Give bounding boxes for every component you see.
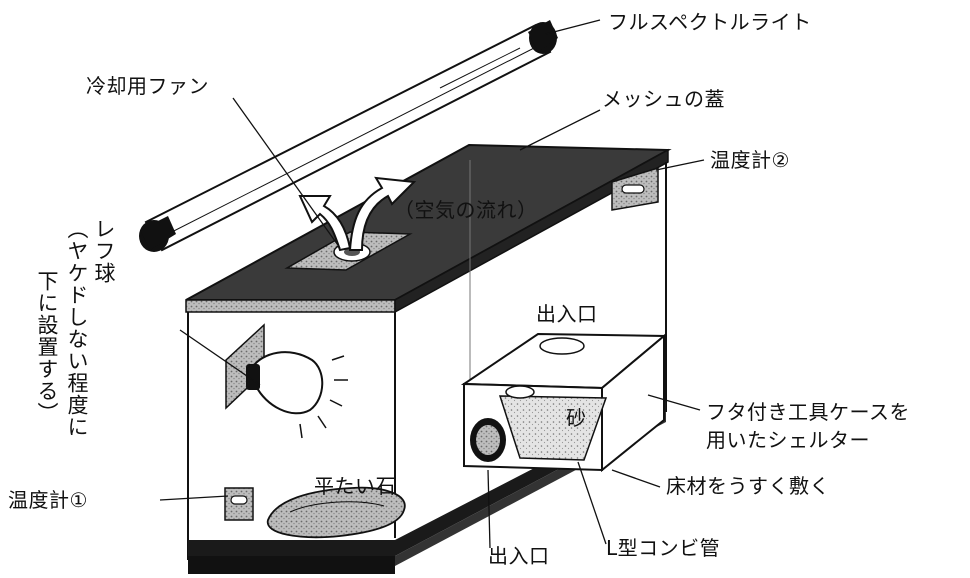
l-pipe-label: L型コンビ管	[606, 536, 721, 560]
mesh-lid-label: メッシュの蓋	[602, 87, 725, 111]
shelter-label-line2: 用いたシェルター	[706, 428, 870, 452]
flat-stone-label: 平たい石	[314, 474, 396, 498]
thermometer-1	[224, 487, 254, 521]
cooling-fan-label: 冷却用ファン	[86, 74, 209, 98]
thermometer-2	[611, 166, 659, 211]
entrance-top-label: 出入口	[536, 302, 598, 326]
reflector-bulb-note-line1: （ヤケドしない程度に	[65, 218, 90, 438]
full-spectrum-light-tube	[139, 20, 558, 252]
leader-lines	[159, 19, 705, 549]
full-spectrum-light-label: フルスペクトルライト	[608, 10, 812, 34]
entrance-bottom-label: 出入口	[488, 544, 550, 568]
thermometer-1-label: 温度計①	[8, 488, 88, 512]
flooring-label: 床材をうすく敷く	[666, 474, 830, 498]
air-flow-label: （空気の流れ）	[394, 198, 538, 222]
reflector-bulb-title-label: レフ球	[92, 218, 117, 284]
flat-stone	[267, 486, 406, 539]
shelter-label-line1: フタ付き工具ケースを	[706, 400, 910, 424]
thermometer-2-label: 温度計②	[710, 148, 790, 172]
shelter-tool-case	[460, 332, 667, 473]
reflector-bulb	[225, 323, 348, 439]
sand-label: 砂	[566, 406, 587, 430]
glass-tank-frame	[187, 160, 667, 560]
reflector-bulb-note-line2: 下に設置する）	[35, 270, 60, 424]
